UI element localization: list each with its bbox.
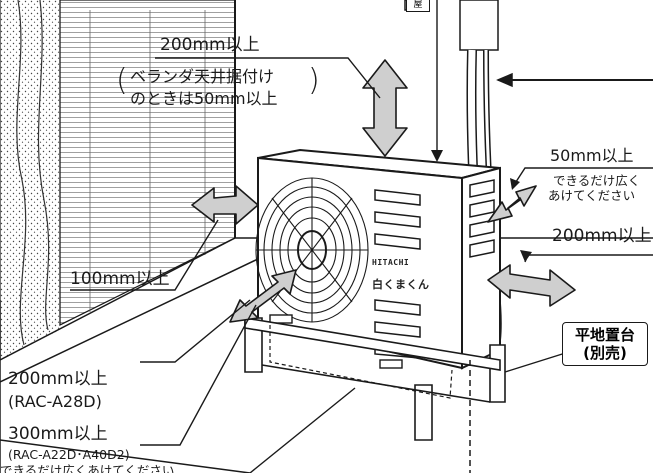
top-clearance-arrow (362, 59, 408, 157)
front-left-arrow (229, 269, 297, 323)
front-pointer-arrowhead (520, 250, 532, 262)
right-note-line2: あけてください (548, 188, 636, 203)
top-note-open-paren: ( (116, 63, 128, 98)
rear-model-b: (RAC-A22D･A40D2) (8, 447, 130, 462)
rear-clearance-a-label: 200mm以上 (8, 369, 108, 389)
top-note-line2: のときは50mm以上 (130, 89, 278, 108)
front-right-arrow (487, 264, 576, 307)
top-note-line1: ベランダ天井据付け (130, 67, 275, 86)
stand-label-box: 平地置台 (別売) (562, 322, 648, 366)
wall (0, 0, 236, 360)
stand-label-line2: (別売) (583, 344, 627, 362)
outdoor-unit (255, 148, 501, 370)
left-clearance-label: 100mm以上 (70, 269, 170, 289)
floor (0, 237, 653, 473)
front-clearance-label: 200mm以上 (552, 226, 652, 246)
rear-clearance-b-label: 300mm以上 (8, 424, 108, 444)
unit-model-text: 白くまくん (372, 278, 430, 291)
unit-brand-text: HITACHI (372, 258, 410, 267)
rear-note: できるだけ広くあけてください (0, 463, 175, 473)
right-clearance-label: 50mm以上 (550, 146, 634, 165)
left-clearance-arrow (191, 185, 259, 225)
stand-label-line1: 平地置台 (574, 326, 635, 344)
rear-model-a: (RAC-A28D) (8, 392, 102, 411)
top-pointer-arrowhead (431, 150, 443, 162)
stand (244, 317, 506, 441)
right-note-line1: できるだけ広く (553, 173, 641, 188)
top-note-close-paren: ) (308, 63, 320, 98)
top-tag: 屋 (406, 0, 430, 12)
side-pointer-arrowhead (510, 178, 520, 190)
top-clearance-label: 200mm以上 (160, 35, 260, 55)
clearance-arrows (191, 59, 576, 323)
leader-lines (70, 0, 653, 473)
right-clearance-arrow (487, 185, 537, 223)
